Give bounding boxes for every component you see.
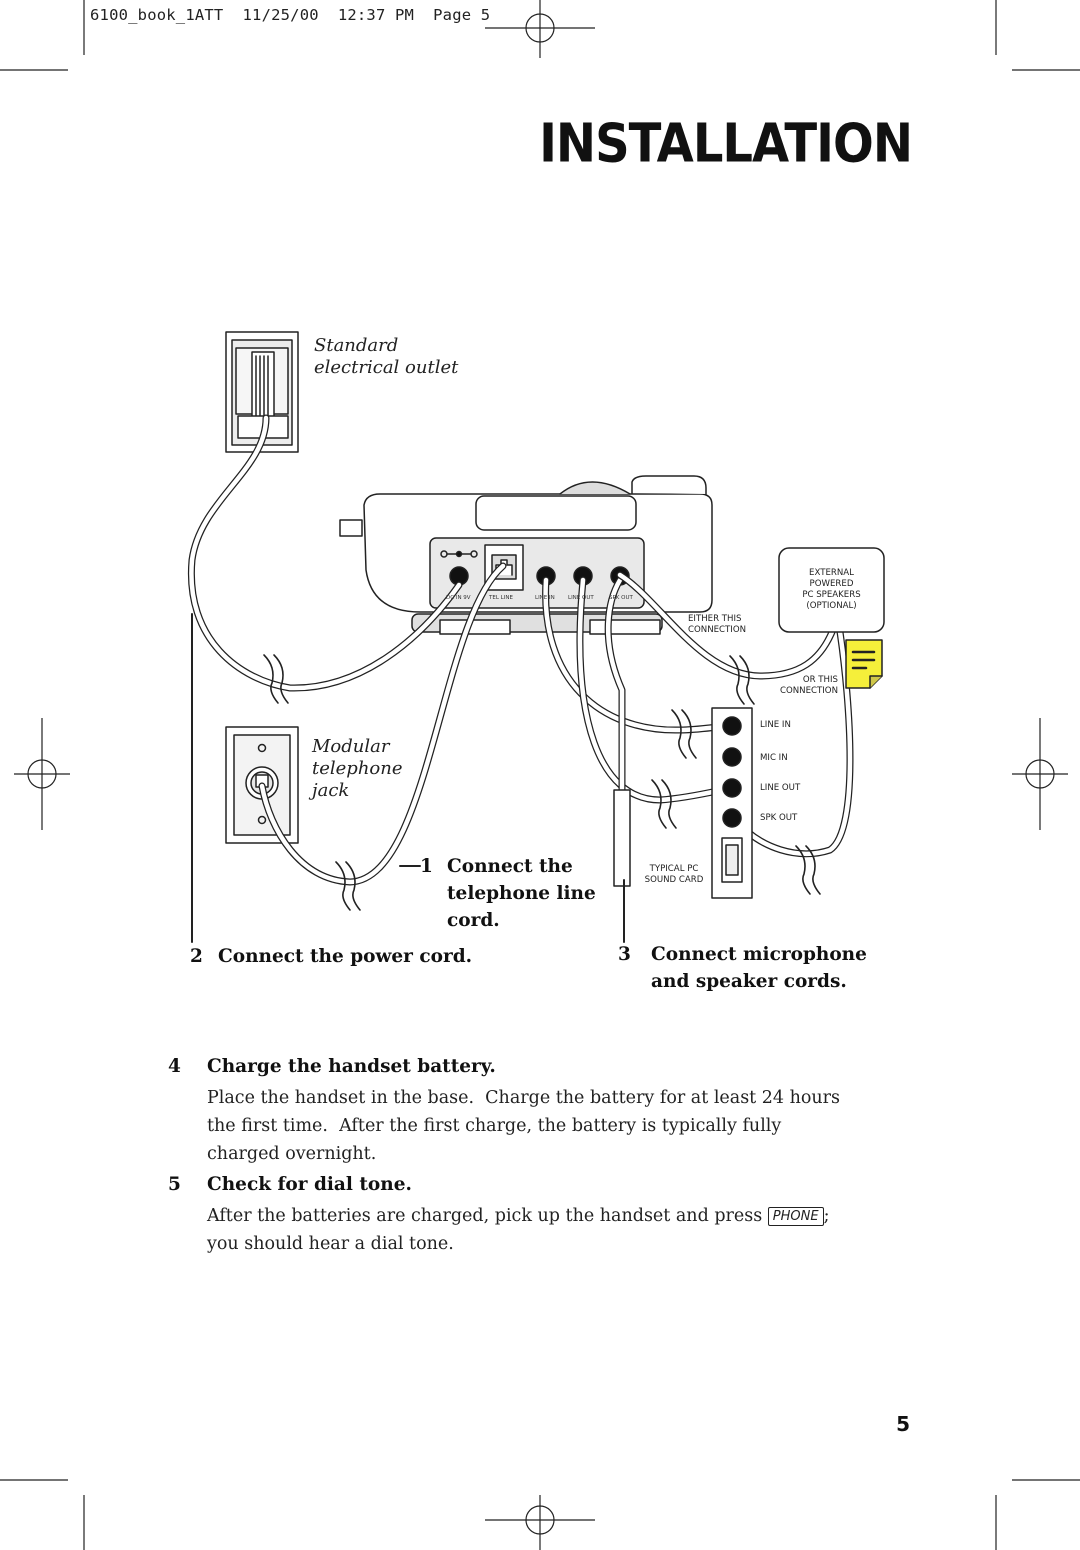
section-5-line1-after: ; [823, 1206, 830, 1226]
sound-card-mic-in-label: MIC IN [760, 753, 788, 763]
step-2-number: 2 [190, 946, 203, 967]
port-label-tel-line: TEL LINE [489, 595, 513, 601]
sound-card-label: TYPICAL PC SOUND CARD [640, 864, 708, 886]
section-5-line1: After the batteries are charged, pick up… [207, 1202, 830, 1230]
outlet-label: Standard electrical outlet [314, 335, 458, 379]
jack-label-line2: telephone [312, 758, 403, 779]
section-4-line3: charged overnight. [207, 1144, 377, 1164]
step-1-text: Connect the telephone line cord. [447, 853, 596, 934]
section-5-line1-before: After the batteries are charged, pick up… [207, 1206, 768, 1226]
sound-card-label-line1: TYPICAL PC [649, 864, 699, 874]
sound-card-icon [711, 707, 753, 899]
port-label-spk-out: SPK OUT [609, 595, 633, 601]
step-2-text: Connect the power cord. [218, 946, 473, 967]
external-speakers-line3: PC SPEAKERS [802, 590, 861, 600]
section-4-number: 4 [168, 1056, 181, 1077]
note-icon [845, 639, 883, 689]
step-3-line1: Connect microphone [651, 944, 867, 965]
section-5-number: 5 [168, 1174, 181, 1195]
external-speakers-line2: POWERED [809, 579, 854, 589]
page-number: 5 [896, 1412, 910, 1436]
either-this-label: EITHER THIS CONNECTION [688, 614, 746, 636]
outlet-label-line2: electrical outlet [314, 357, 459, 378]
print-header: 6100_book_1ATT 11/25/00 12:37 PM Page 5 [90, 6, 491, 24]
step-3-text: Connect microphone and speaker cords. [651, 941, 867, 995]
external-speakers-line4: (OPTIONAL) [806, 601, 857, 611]
sound-card-spk-out-label: SPK OUT [760, 813, 798, 823]
step-1-line3: cord. [447, 910, 500, 931]
port-label-line-in: LINE IN [535, 595, 555, 601]
port-label-dc-in: DC IN 9V [446, 595, 471, 601]
either-this-line1: EITHER THIS [688, 614, 742, 624]
section-4-line1: Place the handset in the base. Charge th… [207, 1088, 841, 1108]
outlet-label-line1: Standard [314, 335, 399, 356]
step-1-line2: telephone line [447, 883, 596, 904]
jack-label-line1: Modular [312, 736, 390, 757]
or-this-line2: CONNECTION [779, 686, 838, 696]
section-5-heading: Check for dial tone. [207, 1174, 412, 1195]
either-this-line2: CONNECTION [688, 625, 747, 635]
sound-card-line-out-label: LINE OUT [760, 783, 801, 793]
external-speakers-label: EXTERNAL POWERED PC SPEAKERS (OPTIONAL) [779, 568, 884, 612]
or-this-line1: OR THIS [802, 675, 838, 685]
section-4-line2: the first time. After the first charge, … [207, 1116, 782, 1136]
section-4-heading: Charge the handset battery. [207, 1056, 496, 1077]
step-1-number: 1 [420, 856, 433, 877]
jack-label: Modular telephone jack [312, 736, 403, 802]
step-1-line1: Connect the [447, 856, 573, 877]
sound-card-line-in-label: LINE IN [760, 720, 791, 730]
section-5-body: After the batteries are charged, pick up… [207, 1202, 830, 1258]
section-4-body: Place the handset in the base. Charge th… [207, 1084, 840, 1168]
page-title: INSTALLATION [539, 112, 913, 175]
jack-label-line3: jack [312, 780, 350, 801]
port-label-line-out: LINE OUT [568, 595, 594, 601]
external-speakers-line1: EXTERNAL [809, 568, 854, 578]
or-this-label: OR THIS CONNECTION [770, 675, 838, 697]
step-3-line2: and speaker cords. [651, 971, 847, 992]
sound-card-label-line2: SOUND CARD [644, 875, 704, 885]
step-3-number: 3 [618, 944, 631, 965]
section-5-line2: you should hear a dial tone. [207, 1234, 454, 1254]
phone-key: PHONE [767, 1207, 824, 1226]
